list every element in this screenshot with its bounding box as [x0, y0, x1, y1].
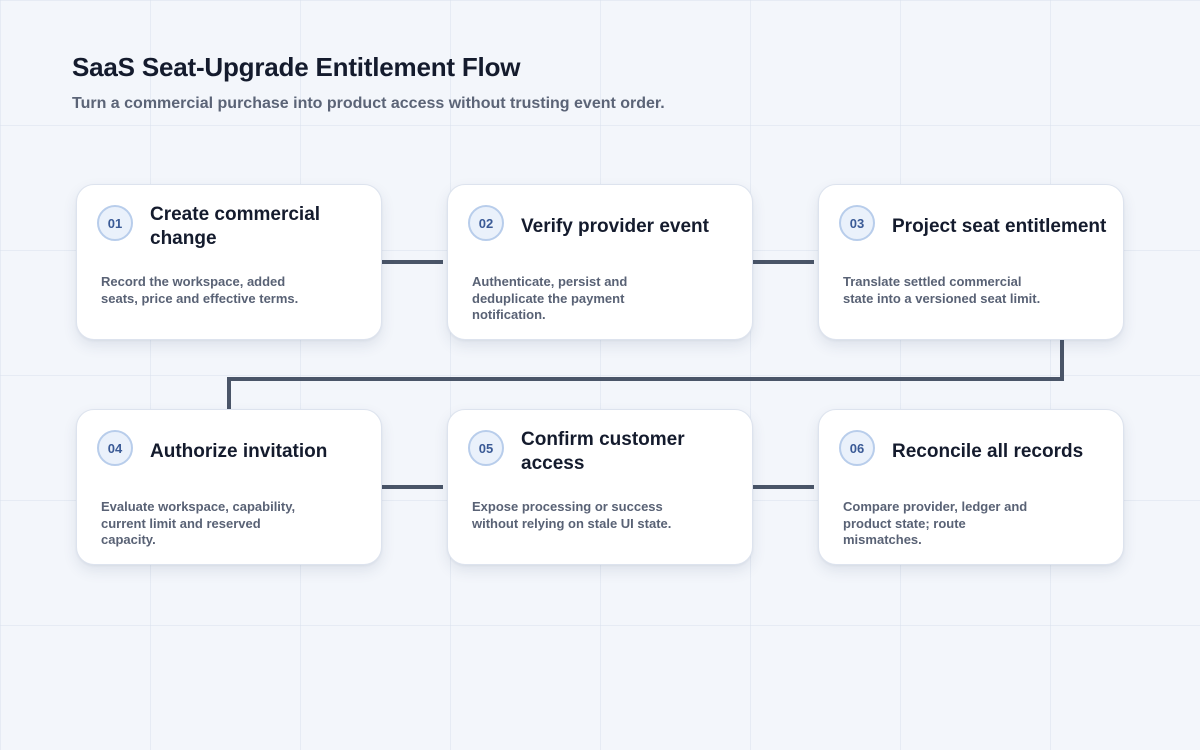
- step-title: Create commercial change: [150, 204, 321, 249]
- step-number-badge: 04: [97, 430, 133, 466]
- step-description: Compare provider, ledger and product sta…: [843, 499, 1028, 547]
- step-title: Authorize invitation: [150, 441, 328, 462]
- step-number-badge: 05: [468, 430, 504, 466]
- step-description: Expose processing or success without rel…: [472, 499, 672, 531]
- step-card-04: 04 Authorize invitation Evaluate workspa…: [76, 409, 382, 565]
- step-description: Translate settled commercial state into …: [843, 274, 1041, 306]
- step-number-badge: 03: [839, 205, 875, 241]
- step-card-02: 02 Verify provider event Authenticate, p…: [447, 184, 753, 340]
- step-title: Project seat entitlement: [892, 216, 1107, 237]
- header: SaaS Seat-Upgrade Entitlement Flow Turn …: [72, 52, 665, 113]
- step-description: Record the workspace, added seats, price…: [101, 274, 299, 306]
- step-number-badge: 01: [97, 205, 133, 241]
- step-title: Reconcile all records: [892, 441, 1084, 462]
- connector-03-04: [227, 340, 1064, 409]
- step-title: Verify provider event: [521, 216, 709, 237]
- step-title: Confirm customer access: [521, 429, 685, 474]
- page-subtitle: Turn a commercial purchase into product …: [72, 95, 665, 112]
- step-number-badge: 02: [468, 205, 504, 241]
- step-number-badge: 06: [839, 430, 875, 466]
- step-description: Evaluate workspace, capability, current …: [101, 499, 296, 547]
- page-title: SaaS Seat-Upgrade Entitlement Flow: [72, 52, 521, 82]
- step-card-01: 01 Create commercial change Record the w…: [76, 184, 382, 340]
- step-card-03: 03 Project seat entitlement Translate se…: [818, 184, 1124, 340]
- step-card-06: 06 Reconcile all records Compare provide…: [818, 409, 1124, 565]
- step-card-05: 05 Confirm customer access Expose proces…: [447, 409, 753, 565]
- step-description: Authenticate, persist and deduplicate th…: [472, 274, 628, 322]
